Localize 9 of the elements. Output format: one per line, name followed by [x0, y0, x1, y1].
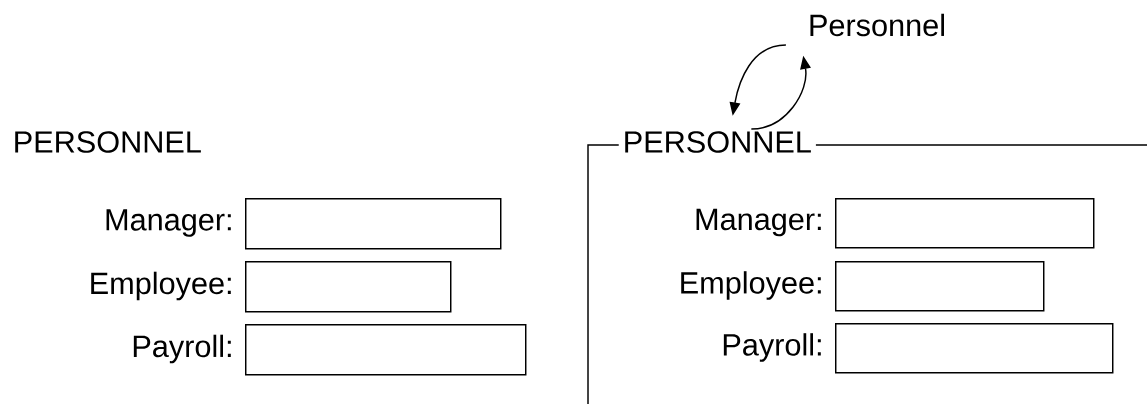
node-label: PERSONNEL: [625, 131, 811, 153]
field-label: Employee:: [681, 271, 821, 300]
heading: PERSONNEL: [15, 131, 201, 153]
field-label: Manager:: [106, 209, 231, 237]
field-label: Payroll:: [133, 334, 231, 364]
field-label: Employee:: [91, 271, 231, 301]
field-label: Manager:: [696, 208, 821, 237]
field-label: Payroll:: [723, 333, 821, 362]
text-label: Personnel: [810, 13, 944, 37]
